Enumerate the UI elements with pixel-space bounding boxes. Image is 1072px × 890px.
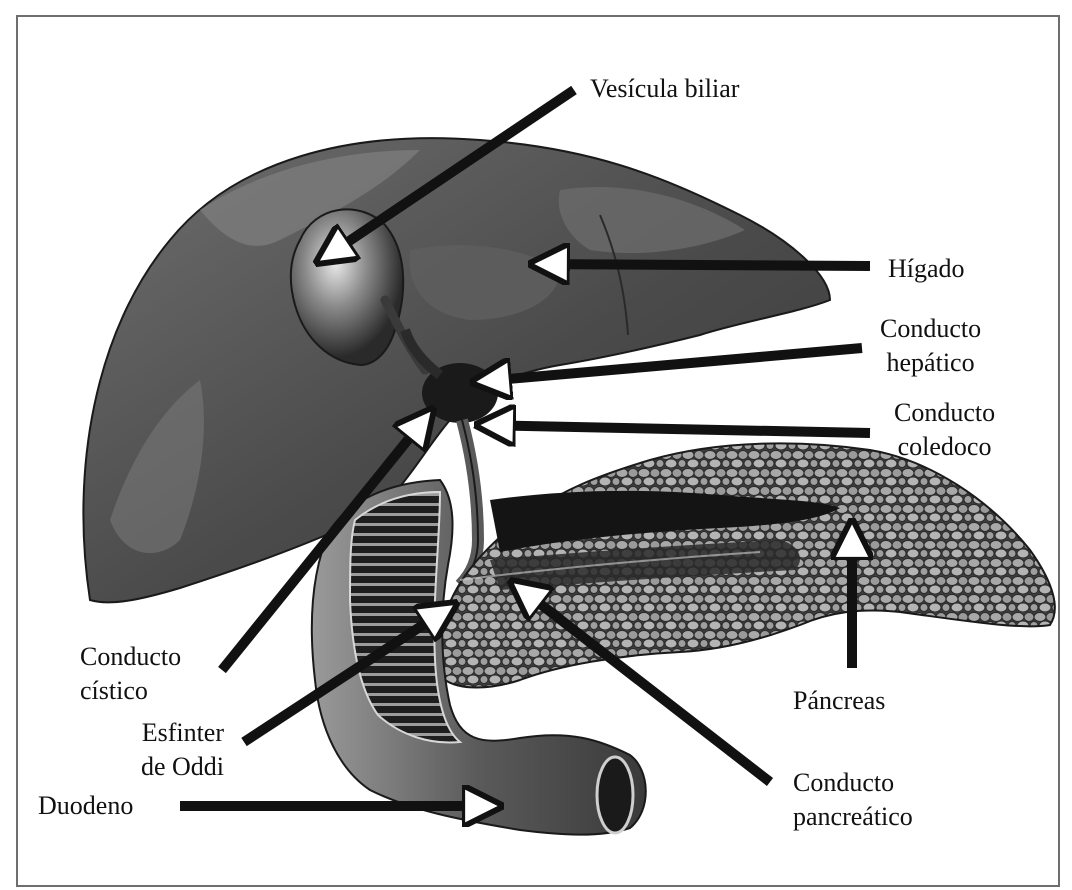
- label-duodenum: Duodeno: [38, 789, 133, 823]
- label-pancreatic-duct: Conducto pancreático: [793, 766, 913, 834]
- label-pancreas: Páncreas: [793, 684, 885, 718]
- label-bile-duct: Conducto coledoco: [894, 396, 995, 464]
- arrow-bile-duct: [478, 425, 870, 433]
- label-cystic-duct: Conducto cístico: [80, 640, 181, 708]
- label-hepatic-duct-line2: hepático: [880, 346, 981, 380]
- label-gallbladder: Vesícula biliar: [590, 72, 739, 106]
- label-pancreatic-duct-line1: Conducto: [793, 766, 913, 800]
- label-hepatic-duct: Conducto hepático: [880, 312, 981, 380]
- label-bile-duct-line2: coledoco: [894, 430, 995, 464]
- label-oddi-sphincter-line2: de Oddi: [112, 750, 224, 784]
- label-cystic-duct-line2: cístico: [80, 674, 181, 708]
- label-duodenum-text: Duodeno: [38, 789, 133, 823]
- label-bile-duct-line1: Conducto: [894, 396, 995, 430]
- arrow-liver: [532, 264, 870, 266]
- label-oddi-sphincter-line1: Esfinter: [112, 716, 224, 750]
- label-pancreas-text: Páncreas: [793, 684, 885, 718]
- label-cystic-duct-line1: Conducto: [80, 640, 181, 674]
- label-oddi-sphincter: Esfinter de Oddi: [112, 716, 224, 784]
- label-gallbladder-text: Vesícula biliar: [590, 72, 739, 106]
- label-liver: Hígado: [888, 252, 965, 286]
- label-hepatic-duct-line1: Conducto: [880, 312, 981, 346]
- label-liver-text: Hígado: [888, 252, 965, 286]
- pancreas-shape: [440, 443, 1055, 687]
- label-pancreatic-duct-line2: pancreático: [793, 800, 913, 834]
